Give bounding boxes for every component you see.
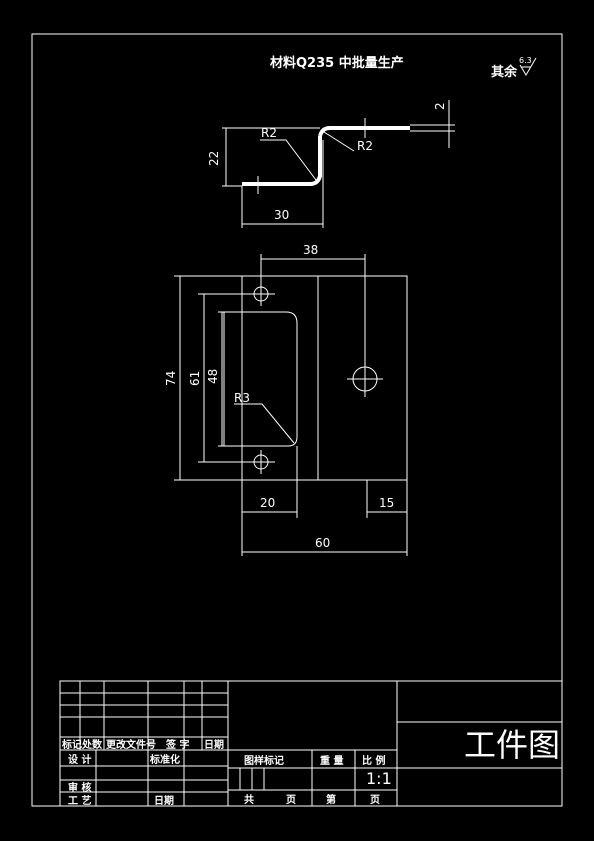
roughness-symbol: 6.3 bbox=[519, 56, 537, 76]
dim-48: 48 bbox=[206, 369, 220, 384]
side-view: 22 30 2 R2 R2 bbox=[207, 100, 455, 228]
dim-60: 60 bbox=[315, 536, 330, 550]
label-sheet-1: 页 bbox=[286, 794, 296, 806]
rev-header-sign: 签 字 bbox=[165, 738, 189, 751]
title-block: 标记 处数 更改文件号 签 字 日期 设 计 标准化 审 核 工 艺 日期 图样… bbox=[59, 680, 563, 807]
label-stage-mark: 图样标记 bbox=[244, 754, 284, 767]
dim-thickness-2: 2 bbox=[433, 102, 447, 110]
rev-header-mark: 标记 bbox=[61, 738, 82, 751]
rev-header-count: 处数 bbox=[81, 738, 103, 751]
rev-header-doc: 更改文件号 bbox=[106, 738, 156, 751]
plan-view: 38 74 61 48 R3 20 15 60 bbox=[164, 243, 408, 556]
label-date: 日期 bbox=[154, 794, 174, 807]
dim-height-22: 22 bbox=[207, 151, 221, 166]
plate-outline bbox=[241, 275, 408, 481]
label-number: 第 bbox=[326, 793, 336, 806]
label-sheet-2: 页 bbox=[370, 794, 380, 806]
dim-width-30: 30 bbox=[274, 208, 289, 222]
radius-r3: R3 bbox=[234, 391, 250, 405]
roughness-value: 6.3 bbox=[519, 56, 532, 65]
label-design: 设 计 bbox=[68, 753, 91, 766]
label-process: 工 艺 bbox=[68, 794, 91, 807]
dim-15: 15 bbox=[379, 496, 394, 510]
label-total: 共 bbox=[244, 793, 254, 806]
profile-top-flange bbox=[318, 126, 410, 137]
label-weight: 重 量 bbox=[320, 754, 343, 767]
dim-38: 38 bbox=[303, 243, 318, 257]
roughness-label: 其余 bbox=[491, 64, 518, 80]
label-review: 审 核 bbox=[68, 781, 91, 794]
cutout-outline bbox=[223, 311, 298, 447]
label-scale: 比 例 bbox=[362, 754, 385, 767]
profile-web bbox=[309, 136, 322, 186]
label-standardize: 标准化 bbox=[149, 753, 180, 766]
dim-20: 20 bbox=[260, 496, 275, 510]
dim-61: 61 bbox=[188, 371, 202, 386]
material-note: 材料Q235 中批量生产 bbox=[270, 55, 404, 71]
radius-left-r2: R2 bbox=[261, 126, 277, 140]
drawing-name: 工件图 bbox=[464, 726, 560, 764]
radius-right-r2: R2 bbox=[357, 139, 373, 153]
rev-header-date: 日期 bbox=[204, 738, 224, 751]
dim-74: 74 bbox=[164, 371, 178, 386]
scale-value: 1:1 bbox=[366, 769, 392, 788]
